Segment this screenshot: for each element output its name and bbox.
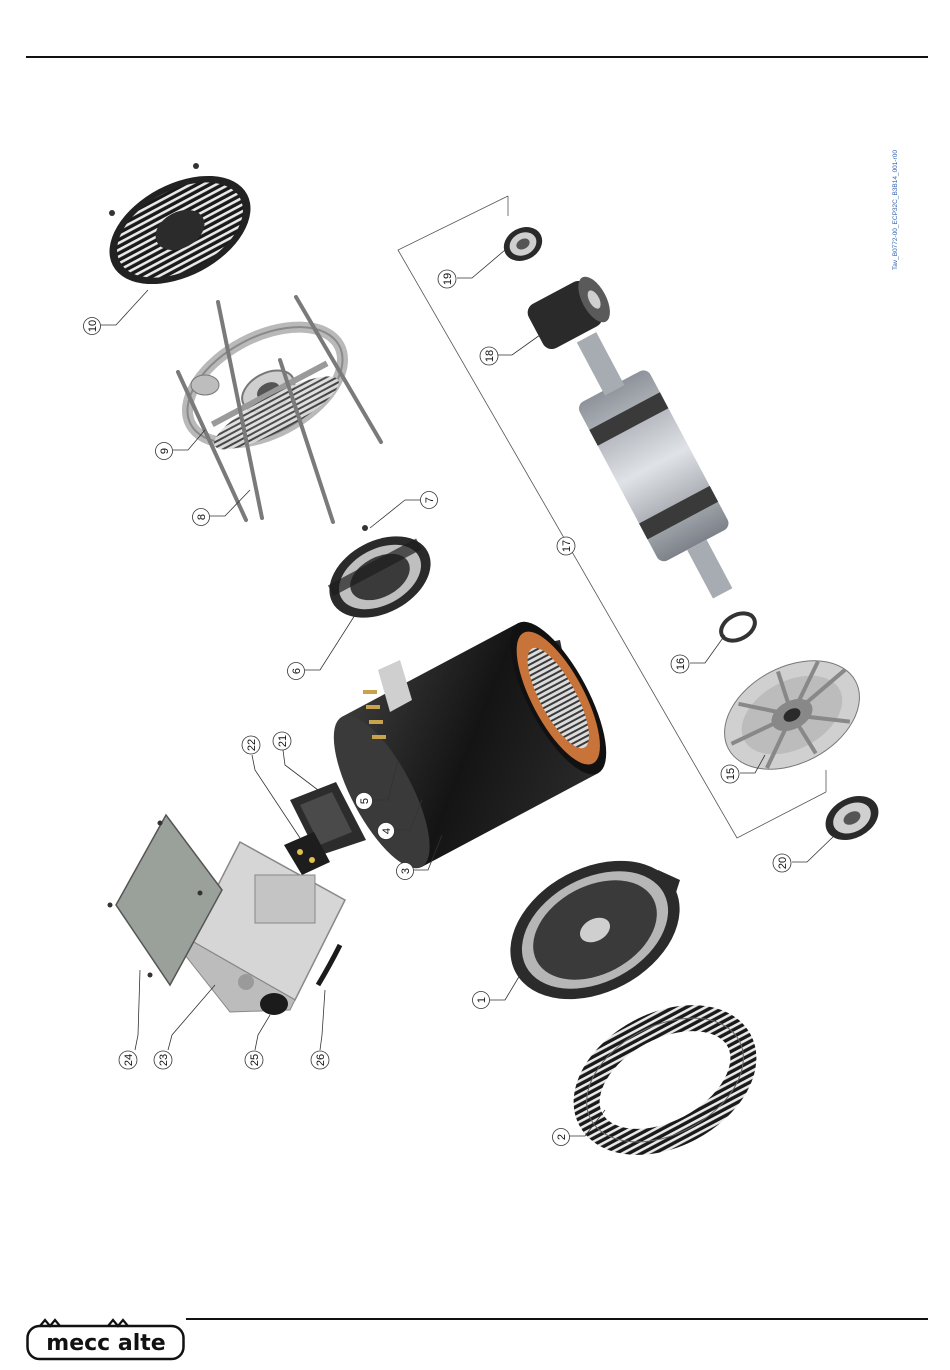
svg-text:24: 24 bbox=[123, 1054, 135, 1066]
svg-text:16: 16 bbox=[675, 658, 687, 670]
part-26-cable-gland bbox=[318, 945, 340, 985]
svg-text:4: 4 bbox=[381, 828, 393, 834]
part-2-guard-band bbox=[565, 993, 764, 1167]
svg-text:7: 7 bbox=[424, 497, 436, 503]
part-19-bearing bbox=[498, 220, 548, 267]
svg-text:25: 25 bbox=[249, 1054, 261, 1066]
svg-text:22: 22 bbox=[246, 739, 258, 751]
part-23-terminal-box bbox=[185, 842, 345, 1012]
svg-text:8: 8 bbox=[196, 514, 208, 520]
callout-2: 2 bbox=[553, 1129, 570, 1146]
svg-text:17: 17 bbox=[561, 540, 573, 552]
callout-17: 17 bbox=[557, 537, 575, 555]
callout-26: 26 bbox=[311, 1051, 329, 1069]
callout-9: 9 bbox=[156, 443, 173, 460]
svg-text:3: 3 bbox=[400, 868, 412, 874]
callout-5: 5 bbox=[356, 793, 373, 810]
svg-text:19: 19 bbox=[442, 273, 454, 285]
svg-text:5: 5 bbox=[359, 798, 371, 804]
part-18-exciter-rotor bbox=[524, 272, 616, 353]
callout-16: 16 bbox=[671, 655, 689, 673]
callout-19: 19 bbox=[438, 270, 456, 288]
part-1-de-bracket bbox=[486, 833, 703, 1027]
mecc-alte-logo: mecc alte bbox=[26, 1318, 186, 1362]
callout-25: 25 bbox=[245, 1051, 263, 1069]
svg-text:6: 6 bbox=[291, 668, 303, 674]
svg-text:10: 10 bbox=[87, 320, 99, 332]
drawing-id-text: Tav_B0772-00_ECP32C_B3B14_001-r00 bbox=[892, 150, 899, 270]
callout-1: 1 bbox=[473, 992, 490, 1009]
svg-text:23: 23 bbox=[158, 1054, 170, 1066]
callout-7: 7 bbox=[421, 492, 438, 509]
svg-text:15: 15 bbox=[725, 768, 737, 780]
svg-text:9: 9 bbox=[159, 448, 171, 454]
callout-21: 21 bbox=[273, 732, 291, 750]
callout-4: 4 bbox=[378, 823, 395, 840]
callout-10: 10 bbox=[84, 318, 101, 335]
svg-text:2: 2 bbox=[556, 1134, 568, 1140]
callout-6: 6 bbox=[288, 663, 305, 680]
svg-text:26: 26 bbox=[315, 1054, 327, 1066]
svg-text:21: 21 bbox=[277, 735, 289, 747]
callout-24: 24 bbox=[119, 1051, 137, 1069]
part-10-grille bbox=[91, 154, 268, 307]
svg-text:20: 20 bbox=[777, 857, 789, 869]
svg-text:18: 18 bbox=[484, 350, 496, 362]
callout-3: 3 bbox=[397, 863, 414, 880]
logo-text: mecc alte bbox=[46, 1331, 165, 1356]
callout-15: 15 bbox=[721, 765, 739, 783]
callout-18: 18 bbox=[480, 347, 498, 365]
part-9-bracket bbox=[168, 303, 361, 467]
part-6-exciter-stator bbox=[315, 520, 444, 634]
callout-20: 20 bbox=[773, 854, 791, 872]
part-16-clamp-ring bbox=[716, 608, 759, 646]
callout-23: 23 bbox=[154, 1051, 172, 1069]
part-25-grommet bbox=[260, 993, 288, 1015]
callout-22: 22 bbox=[242, 736, 260, 754]
callout-8: 8 bbox=[193, 509, 210, 526]
part-20-bearing bbox=[818, 787, 886, 849]
svg-text:1: 1 bbox=[476, 997, 488, 1003]
